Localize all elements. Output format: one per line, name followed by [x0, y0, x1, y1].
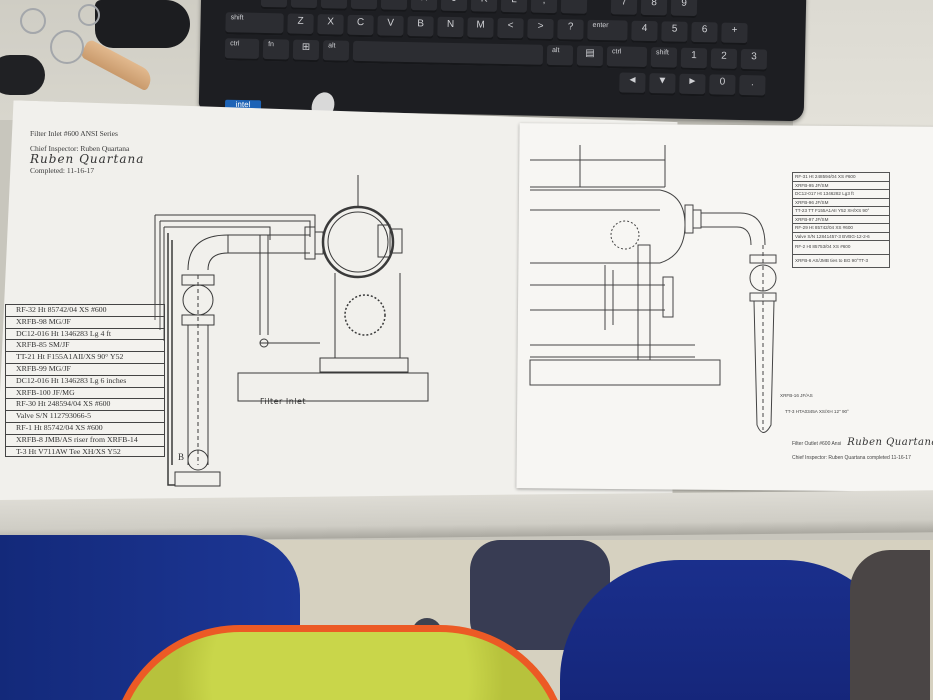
spool-label: T-3 Ht V711AW Tee XH/XS Y52	[5, 445, 165, 458]
key: F	[350, 0, 378, 12]
key: C	[347, 14, 374, 38]
key: M	[467, 17, 494, 40]
spool-label: XRFB-98 MG/JF	[5, 315, 165, 328]
spool-label: XRFB-100 JF/MG	[5, 386, 165, 399]
inspector-line: Chief Inspector: Ruben Quartana	[30, 144, 130, 153]
key-ctrl: ctrl	[224, 38, 260, 61]
key-alt: alt	[322, 40, 350, 63]
key-enter: enter	[587, 19, 628, 43]
key: .	[739, 74, 766, 98]
signature: Ruben Quartana	[847, 437, 933, 448]
key-arrow-right: ►	[679, 73, 706, 97]
key: Z	[287, 13, 314, 37]
spool-label: RF-29 Ht 85742/04 XS #600	[792, 223, 890, 232]
spool-label: RF-30 Ht 248594/04 XS #600	[5, 398, 165, 411]
key-shift: shift	[225, 12, 284, 36]
spool-label: TT-21 Ht F155A1AII/XS 90° Y52	[5, 351, 165, 363]
key-fob-dark	[0, 55, 45, 95]
desk-surface-right	[793, 0, 933, 140]
key: 1	[680, 47, 708, 71]
key-menu: ▤	[576, 45, 604, 69]
filter-inlet-piping-diagram	[150, 175, 450, 495]
left-label-stack: RF-32 Ht 85742/04 XS #600 XRFB-98 MG/JF …	[5, 304, 165, 458]
key-shift: shift	[650, 47, 678, 70]
key: B	[407, 16, 434, 39]
key: 3	[740, 48, 768, 72]
right-label-stack: RF-31 Ht 248594/04 XS #600 XRFB-95 JF/SM…	[792, 172, 890, 268]
key: G	[380, 0, 408, 12]
key-ring-loop	[50, 30, 84, 64]
key-ring-loop	[20, 8, 46, 34]
spool-label: RF-31 Ht 248594/04 XS #600	[792, 172, 890, 181]
key: <	[497, 17, 524, 41]
spool-label: XRFB-99 MG/JF	[5, 362, 165, 375]
key: 5	[661, 21, 688, 44]
key: K	[470, 0, 498, 14]
spool-label: XRFB-96 JF/SM	[792, 197, 890, 206]
key: ?	[557, 19, 584, 42]
key: 6	[691, 21, 718, 45]
spool-label: XRFB-6 AS/JMB ties to BG 90°TT-3	[792, 254, 890, 268]
completed-date: Completed: 11-16-17	[30, 166, 95, 175]
spool-label: DC12-017 Ht 1346282 Lg3 ft	[792, 189, 890, 198]
key: H	[410, 0, 438, 13]
key: L	[500, 0, 528, 15]
spool-label: XRFB-8 JMB/AS riser from XRFB-14	[5, 433, 165, 446]
key: +	[721, 22, 748, 46]
key: 9	[670, 0, 698, 19]
spool-label: TT-23 TT F155A1AII Y52 XH/XS 90°	[792, 206, 890, 215]
right-title-block: Filter Outlet #600 Ansi Ruben Quartana Ch…	[792, 436, 933, 465]
car-key-fob	[95, 0, 190, 48]
key-space	[352, 40, 544, 67]
key-arrow-left: ◄	[619, 72, 646, 95]
key: 7	[610, 0, 638, 17]
key: 8	[640, 0, 668, 18]
key: >	[527, 18, 554, 42]
key-ring-loop	[78, 4, 100, 26]
key: V	[377, 15, 404, 38]
key: S	[290, 0, 318, 11]
keyboard-row-4: ◄ ▼ ► 0 .	[619, 72, 766, 98]
person-leg-right	[560, 560, 905, 700]
left-title-block: Filter Inlet #600 ANSI Series Chief Insp…	[30, 128, 230, 176]
key-arrow-down: ▼	[649, 73, 676, 96]
key-ring	[0, 0, 200, 110]
spool-label: XRFB-97 JF/SM	[792, 214, 890, 223]
key: ;	[530, 0, 558, 16]
key: 0	[709, 74, 736, 97]
bag-strap	[850, 550, 930, 700]
signature: Ruben Quartana	[30, 152, 145, 166]
spool-label: RF-1 Ht 85742/04 XS #600	[5, 421, 165, 434]
key: J	[440, 0, 468, 14]
drawing-title: Filter Outlet #600 Ansi	[792, 441, 842, 447]
key-ctrl: ctrl	[606, 46, 648, 70]
spool-label: XRFB-85 SM/JF	[5, 339, 165, 352]
spool-label: DC12-016 Ht 1346283 Lg 6 inches	[5, 374, 165, 387]
spool-label: RF-32 Ht 85742/04 XS #600	[5, 304, 165, 316]
spool-label: Valve S/N 112793066-5	[5, 410, 165, 422]
key: '	[560, 0, 588, 16]
safety-vest	[110, 625, 570, 700]
spool-label: RF-2 Ht 85753/04 XS #600	[792, 240, 890, 254]
key-windows: ⊞	[292, 39, 320, 63]
spool-label: Valve S/N 12841457-3 BVBG-12-2-6	[792, 231, 890, 240]
key-alt: alt	[546, 44, 574, 68]
bottom-note: XRFB-16 JF/AS	[780, 393, 813, 398]
key: D	[320, 0, 348, 11]
key-fn: fn	[262, 38, 290, 62]
key: N	[437, 16, 464, 40]
key: A	[260, 0, 288, 10]
spool-label: DC12-016 Ht 1346283 Lg 4 ft	[5, 327, 165, 340]
laptop-keyboard: A S D F G H J K L ; ' 7 8 9 shift Z X C …	[198, 0, 807, 122]
inspector-line: Chief Inspector: Ruben Quartana complete…	[792, 455, 911, 461]
drawing-title: Filter Inlet #600 ANSI Series	[30, 129, 118, 138]
corner-mark: B	[178, 452, 185, 462]
key: 2	[710, 48, 738, 71]
key: X	[317, 14, 344, 37]
key: 4	[631, 20, 658, 44]
spool-label: XRFB-95 JF/SM	[792, 180, 890, 189]
handwritten-note: Filter Inlet	[260, 397, 307, 406]
filter-outlet-piping-diagram	[525, 145, 795, 445]
bottom-note: TT-3 HTA0345A XS/XH 12" 90°	[785, 409, 849, 414]
